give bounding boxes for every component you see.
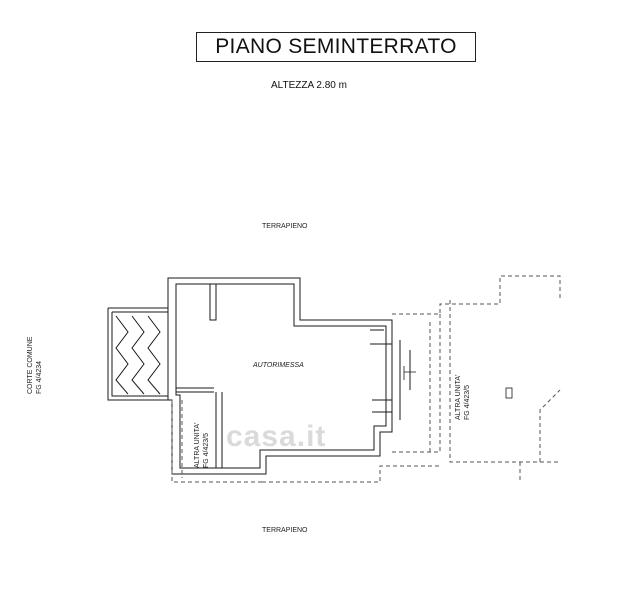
altra-left-line2: FG 4/423/5 <box>203 432 210 468</box>
corte-comune-label: CORTE COMUNE FG 4/4234 <box>26 337 44 394</box>
partition-wall <box>209 284 217 321</box>
boundary-right <box>392 275 561 315</box>
garage-inner-wall <box>175 283 387 469</box>
boundary-left <box>171 400 262 483</box>
height-note: ALTEZZA 2.80 m <box>271 80 347 91</box>
room-label-autorimessa: AUTORIMESSA <box>253 362 304 369</box>
stair-treads <box>115 315 161 395</box>
altra-right-line2: FG 4/423/5 <box>464 384 471 420</box>
altra-unita-left-label: ALTRA UNITA' FG 4/423/5 <box>193 423 211 468</box>
terrapieno-top-label: TERRAPIENO <box>262 223 308 230</box>
corte-line1: CORTE COMUNE <box>27 336 34 394</box>
altra-left-line1: ALTRA UNITA' <box>194 422 201 468</box>
plan-title: PIANO SEMINTERRATO <box>196 32 476 62</box>
altra-right-line1: ALTRA UNITA' <box>455 374 462 420</box>
watermark: casa.it <box>226 420 327 453</box>
altra-unita-right-label: ALTRA UNITA' FG 4/423/5 <box>454 375 472 420</box>
stair-outline <box>107 307 168 401</box>
corte-line2: FG 4/4234 <box>36 360 43 394</box>
terrapieno-bottom-label: TERRAPIENO <box>262 527 308 534</box>
